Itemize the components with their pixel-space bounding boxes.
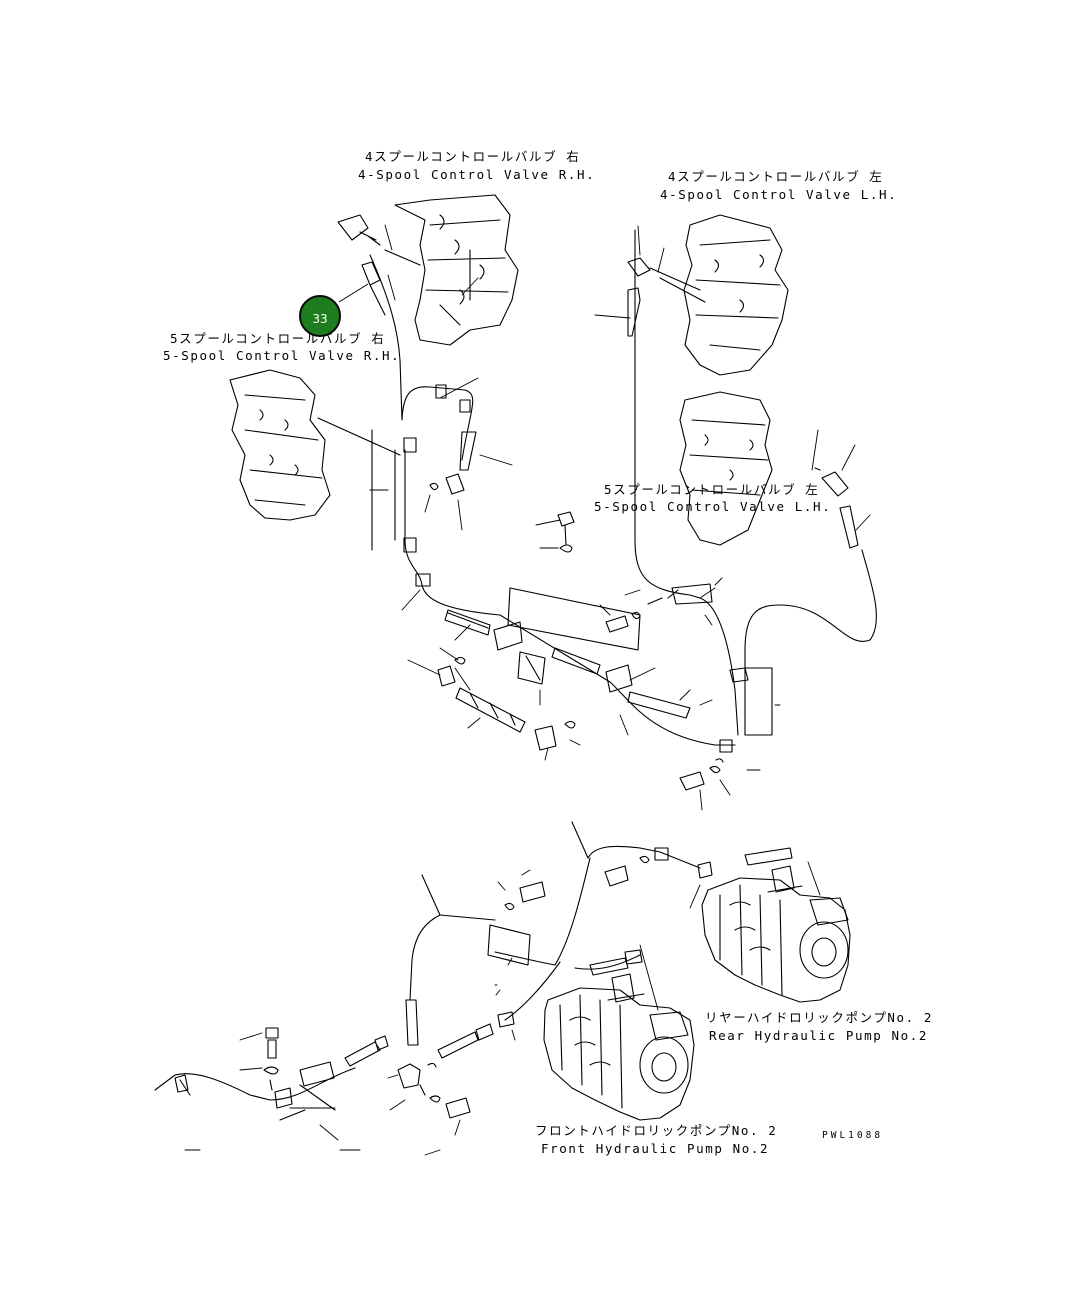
front-pump-label-en: Front Hydraulic Pump No.2 — [541, 1141, 770, 1156]
rear-pump-label-jp: リヤーハイドロリックポンプNo. 2 — [705, 1010, 934, 1025]
leader-lines-lower — [184, 861, 821, 1156]
valve4-lh-label-jp: 4スプールコントロールバルブ 左 — [668, 169, 884, 184]
front-pump-drawing — [543, 973, 695, 1121]
valve5-lh-label-jp: 5スプールコントロールバルブ 左 — [604, 482, 820, 497]
valve-5spool-rh-drawing — [229, 369, 401, 521]
pipe-runs — [369, 229, 877, 746]
valve-4spool-lh-drawing — [627, 214, 789, 376]
leader-lines — [384, 224, 871, 811]
valve5-rh-label-jp: 5スプールコントロールバルブ 右 — [170, 331, 386, 346]
front-pump-label-jp: フロントハイドロリックポンプNo. 2 — [535, 1123, 778, 1138]
valve5-lh-label-en: 5-Spool Control Valve L.H. — [594, 499, 832, 514]
valve5-rh-label-en: 5-Spool Control Valve R.H. — [163, 348, 401, 363]
callout-33-number: 33 — [312, 312, 328, 326]
valve-4spool-rh-drawing — [337, 194, 519, 346]
fittings-lower — [174, 847, 793, 1121]
fittings-middle — [403, 384, 749, 791]
valve4-lh-label-en: 4-Spool Control Valve L.H. — [660, 187, 898, 202]
valve4-rh-label-jp: 4スプールコントロールバルブ 右 — [365, 149, 581, 164]
valve-5spool-lh-drawing — [679, 391, 859, 549]
pipe-runs-lower — [154, 821, 701, 1101]
valve4-rh-label-en: 4-Spool Control Valve R.H. — [358, 167, 596, 182]
rear-pump-label-en: Rear Hydraulic Pump No.2 — [709, 1028, 929, 1043]
drawing-code: PWL1088 — [822, 1130, 884, 1141]
callout-33-button[interactable]: 33 — [299, 295, 341, 337]
rear-pump-drawing — [701, 865, 851, 1003]
